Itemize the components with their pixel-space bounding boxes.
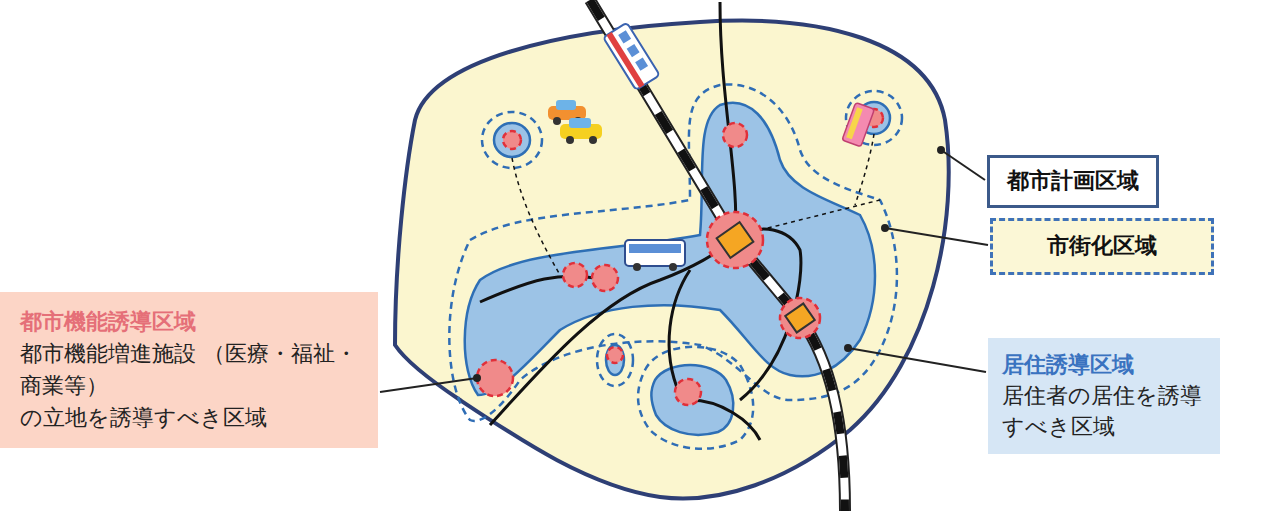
urban-function-areas bbox=[477, 109, 883, 405]
residential-label: 居住誘導区域居住者の居住を誘導 すべき区域 bbox=[988, 338, 1220, 454]
region-description: 都市機能増進施設 （医療・福祉・商業等） の立地を誘導すべき区域 bbox=[20, 338, 358, 434]
planning-area-label: 都市計画区域 bbox=[987, 155, 1159, 208]
region-name: 居住誘導区域 bbox=[1002, 350, 1206, 381]
region-description: 居住者の居住を誘導 すべき区域 bbox=[1002, 381, 1206, 443]
bus-routes bbox=[512, 134, 880, 275]
planning-area bbox=[395, 21, 949, 499]
urban-function-label: 都市機能誘導区域都市機能増進施設 （医療・福祉・商業等） の立地を誘導すべき区域 bbox=[0, 292, 378, 448]
region-name: 都市計画区域 bbox=[1004, 167, 1142, 196]
region-name: 都市機能誘導区域 bbox=[20, 306, 358, 338]
leader-lines bbox=[380, 147, 988, 392]
roads bbox=[480, 2, 801, 440]
urbanization-area-label: 市街化区域 bbox=[990, 218, 1214, 275]
railway bbox=[590, 0, 845, 511]
region-name: 市街化区域 bbox=[1007, 232, 1197, 261]
vehicles bbox=[548, 23, 874, 271]
stations bbox=[717, 222, 815, 332]
